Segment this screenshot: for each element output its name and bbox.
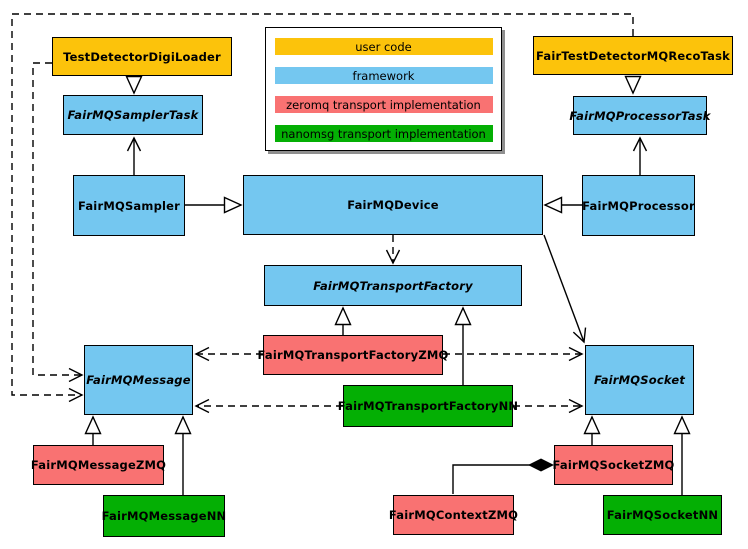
node-fairmqprocessor: FairMQProcessor xyxy=(582,175,695,236)
edge-contextzmq-socketzmq-composition xyxy=(452,464,530,494)
legend-item-zeromq: zeromq transport implementation xyxy=(274,96,493,113)
legend-label: nanomsg transport implementation xyxy=(281,126,486,141)
node-fairmqsamplertask: FairMQSamplerTask xyxy=(63,95,203,135)
node-fairmqprocessortask: FairMQProcessorTask xyxy=(569,96,710,135)
node-label: FairMQSamplerTask xyxy=(67,108,199,122)
legend-item-framework: framework xyxy=(274,67,493,84)
composition-diamond-icon xyxy=(528,458,554,472)
legend-label: zeromq transport implementation xyxy=(286,97,481,112)
legend: user code framework zeromq transport imp… xyxy=(265,27,502,151)
node-label: FairMQSampler xyxy=(77,198,181,213)
legend-label: framework xyxy=(352,68,415,83)
node-fairmqdevice: FairMQDevice xyxy=(243,175,543,235)
node-fairmqmessage: FairMQMessage xyxy=(84,345,193,415)
node-label: FairMQMessage xyxy=(86,373,191,387)
node-fairmqtransportfactory: FairMQTransportFactory xyxy=(264,265,522,306)
node-label: FairMQMessageZMQ xyxy=(30,458,167,472)
node-fairmqsocketnn: FairMQSocketNN xyxy=(603,495,722,535)
legend-label: user code xyxy=(355,39,412,54)
node-label: FairMQSocket xyxy=(593,373,686,387)
node-fairmqmessagenn: FairMQMessageNN xyxy=(101,495,227,537)
node-label: FairMQDevice xyxy=(347,198,439,212)
node-label: FairMQProcessorTask xyxy=(569,108,711,123)
node-label: FairMQSocketNN xyxy=(606,508,719,522)
edge-device-socket-arrow xyxy=(543,234,587,344)
legend-item-nanomsg: nanomsg transport implementation xyxy=(274,125,493,142)
node-label: FairMQTransportFactoryNN xyxy=(337,399,519,413)
legend-item-user-code: user code xyxy=(274,38,493,55)
node-label: FairMQMessageNN xyxy=(101,509,227,523)
node-fairmqcontextzmq: FairMQContextZMQ xyxy=(389,495,518,535)
edge-recotask-message-dependency xyxy=(11,13,634,403)
node-label: FairMQTransportFactoryZMQ xyxy=(257,348,449,362)
node-label: FairMQContextZMQ xyxy=(388,508,519,522)
node-fairmqsocketzmq: FairMQSocketZMQ xyxy=(552,445,675,485)
node-label: TestDetectorDigiLoader xyxy=(63,49,221,64)
node-testdetectordigiloader: TestDetectorDigiLoader xyxy=(52,37,232,76)
node-fairmqtransportfactorynn: FairMQTransportFactoryNN xyxy=(338,385,518,427)
node-fairmqtransportfactoryzmq: FairMQTransportFactoryZMQ xyxy=(258,335,448,375)
node-fairmqsocket: FairMQSocket xyxy=(585,345,694,415)
node-label: FairMQProcessor xyxy=(582,198,695,213)
node-fairmqmessagezmq: FairMQMessageZMQ xyxy=(30,445,167,485)
node-label: FairTestDetectorMQRecoTask xyxy=(536,48,730,63)
edge-digiloader-message-dependency xyxy=(32,62,84,383)
node-label: FairMQTransportFactory xyxy=(313,278,473,293)
node-fairmqsampler: FairMQSampler xyxy=(73,175,185,236)
node-fairtestdetectormqrecotask: FairTestDetectorMQRecoTask xyxy=(533,36,733,75)
node-label: FairMQSocketZMQ xyxy=(552,458,675,472)
